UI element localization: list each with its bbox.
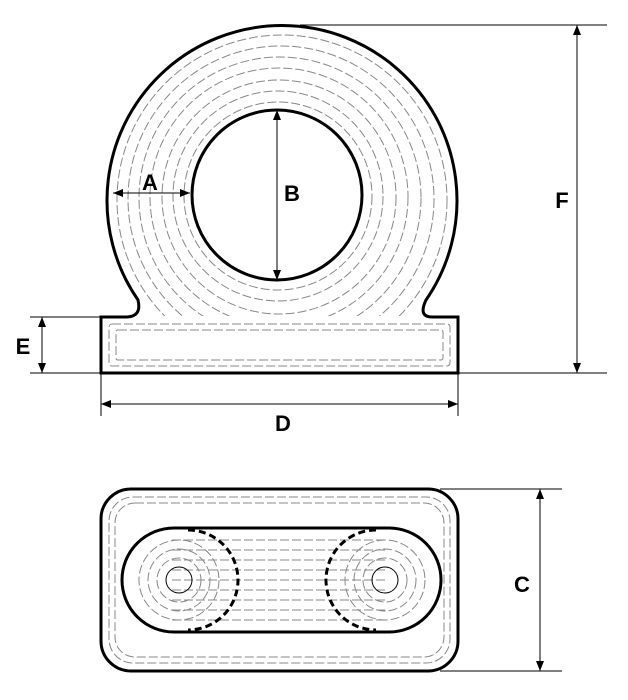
winding-top: [138, 528, 426, 632]
winding-layers: [116, 34, 448, 316]
base-outline-top: [99, 487, 460, 673]
base-inner-outline: [108, 323, 451, 367]
dimension-d-label: D: [275, 411, 291, 436]
dimension-b-label: B: [284, 181, 300, 206]
dimension-a-label: A: [142, 170, 158, 195]
dimension-c-label: C: [514, 572, 530, 597]
dimension-e-label: E: [16, 334, 31, 359]
winding-outline-top: [120, 526, 443, 634]
top-view: [99, 487, 460, 673]
dimension-f-label: F: [555, 188, 568, 213]
toroid-outline: [99, 24, 460, 375]
front-view: [99, 24, 460, 375]
